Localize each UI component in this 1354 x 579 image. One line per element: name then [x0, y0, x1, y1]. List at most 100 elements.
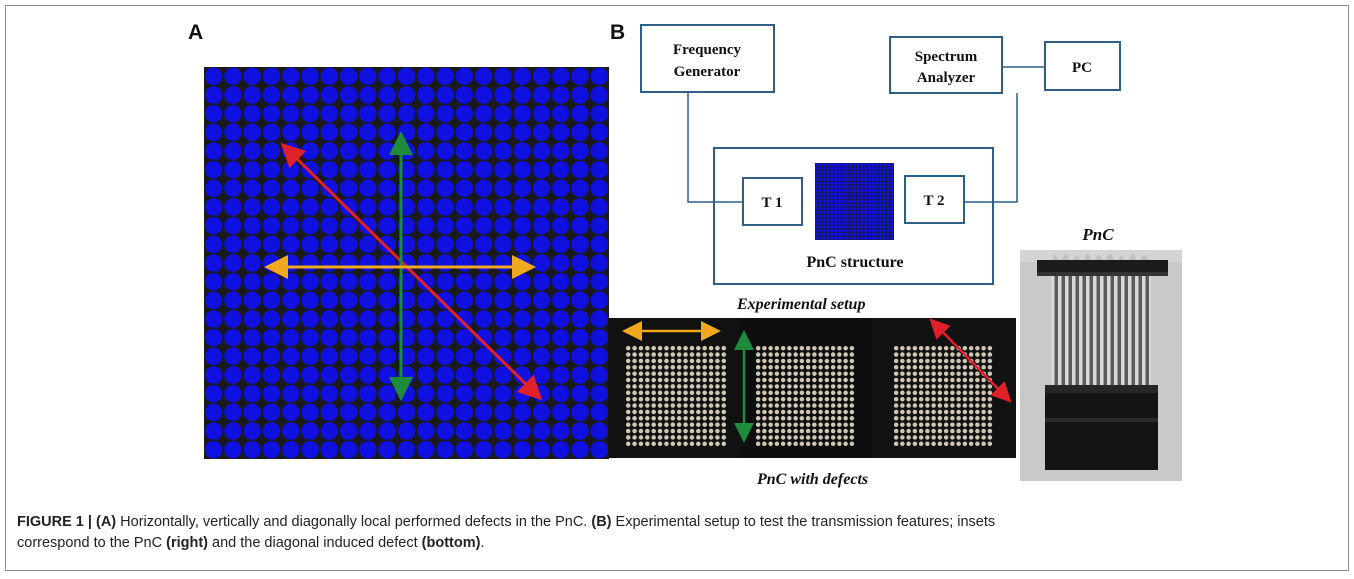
lattice-cylinder	[397, 67, 416, 86]
lattice-cylinder	[204, 440, 223, 459]
lattice-cylinder	[571, 384, 589, 403]
lattice-cylinder	[815, 196, 819, 200]
lattice-cylinder	[474, 142, 493, 160]
lattice-cylinder	[494, 328, 512, 347]
photo-rod	[762, 441, 767, 447]
lattice-cylinder	[204, 235, 223, 254]
photo-rod	[943, 377, 949, 383]
photo-rod	[893, 377, 899, 383]
lattice-cylinder	[282, 272, 300, 291]
photo-rod	[755, 377, 761, 383]
lattice-cylinder	[867, 221, 872, 226]
lattice-cylinder	[417, 310, 435, 328]
lattice-cylinder	[455, 347, 474, 366]
lattice-cylinder	[845, 218, 849, 222]
photo-rod	[708, 428, 714, 434]
photo-rod	[987, 441, 993, 447]
lattice-cylinder	[474, 272, 493, 291]
lattice-cylinder	[378, 123, 396, 142]
lattice-cylinder	[845, 203, 849, 207]
photo-rod	[768, 371, 773, 376]
lattice-cylinder	[833, 225, 838, 229]
photo-rod	[906, 377, 911, 383]
lattice-cylinder	[849, 185, 853, 189]
photo-rod	[755, 396, 761, 402]
photo-rod	[837, 384, 842, 389]
lattice-cylinder	[837, 207, 842, 211]
photo-rod	[837, 416, 842, 421]
pc-box	[1044, 41, 1121, 91]
photo-rod	[670, 365, 676, 370]
photo-rod	[689, 384, 695, 389]
photo-rod	[696, 352, 701, 357]
photo-rod	[968, 345, 974, 351]
photo-rod	[950, 365, 955, 370]
lattice-cylinder	[826, 232, 830, 237]
photo-rod	[670, 403, 676, 408]
photo-rod	[937, 441, 943, 447]
lattice-cylinder	[417, 254, 435, 272]
photo-rod	[683, 435, 688, 440]
photo-rod	[830, 371, 836, 376]
lattice-cylinder	[837, 170, 842, 174]
lattice-cylinder	[243, 254, 261, 272]
photo-rod	[625, 345, 631, 351]
lattice-cylinder	[837, 166, 842, 171]
lattice-cylinder	[455, 254, 474, 272]
photo-rod	[683, 390, 688, 396]
lattice-cylinder	[864, 232, 868, 237]
lattice-cylinder	[830, 185, 834, 189]
lattice-cylinder	[590, 235, 609, 254]
photo-rod	[975, 345, 980, 351]
lattice-cylinder	[282, 422, 300, 440]
lattice-cylinder	[339, 235, 358, 254]
photo-rod	[962, 377, 968, 383]
lattice-cylinder	[860, 214, 864, 218]
photo-rod	[715, 371, 720, 376]
photo-rod	[805, 352, 811, 357]
lattice-cylinder	[397, 403, 416, 422]
photo-rod	[799, 345, 805, 351]
lattice-cylinder	[552, 123, 570, 142]
lattice-cylinder	[320, 403, 339, 422]
photo-rod	[708, 371, 714, 376]
photo-rod	[755, 345, 761, 351]
lattice-cylinder	[875, 214, 879, 218]
photo-rod	[843, 358, 848, 364]
photo-rod	[925, 396, 930, 402]
photo-rod	[824, 371, 830, 376]
lattice-cylinder	[833, 163, 838, 167]
photo-rod	[912, 396, 918, 402]
photo-rod	[670, 428, 676, 434]
lattice-cylinder	[571, 310, 589, 328]
photo-rod	[657, 377, 663, 383]
lattice-cylinder	[339, 67, 358, 86]
photo-rod	[793, 365, 798, 370]
photo-rod	[975, 384, 980, 389]
photo-rod	[768, 345, 773, 351]
lattice-cylinder	[822, 210, 827, 215]
lattice-cylinder	[826, 188, 830, 193]
lattice-cylinder	[864, 192, 868, 196]
photo-rod	[849, 365, 855, 370]
photo-rod	[968, 441, 974, 447]
lattice-cylinder	[532, 328, 551, 347]
photo-rod	[987, 371, 993, 376]
lattice-cylinder	[849, 199, 853, 204]
photo-rod	[925, 371, 930, 376]
photo-rod	[702, 352, 707, 357]
photo-rod	[950, 403, 955, 408]
lattice-cylinder	[301, 310, 319, 328]
lattice-cylinder	[552, 142, 570, 160]
photo-rod	[638, 396, 644, 402]
photo-rod	[849, 345, 855, 351]
photo-rod	[683, 345, 688, 351]
photo-rod	[780, 435, 786, 440]
photo-rod	[818, 403, 823, 408]
lattice-cylinder	[830, 188, 834, 193]
lattice-cylinder	[860, 225, 864, 229]
lattice-cylinder	[494, 86, 512, 104]
lattice-cylinder	[243, 198, 261, 216]
lattice-cylinder	[436, 123, 454, 142]
lattice-cylinder	[590, 328, 609, 347]
